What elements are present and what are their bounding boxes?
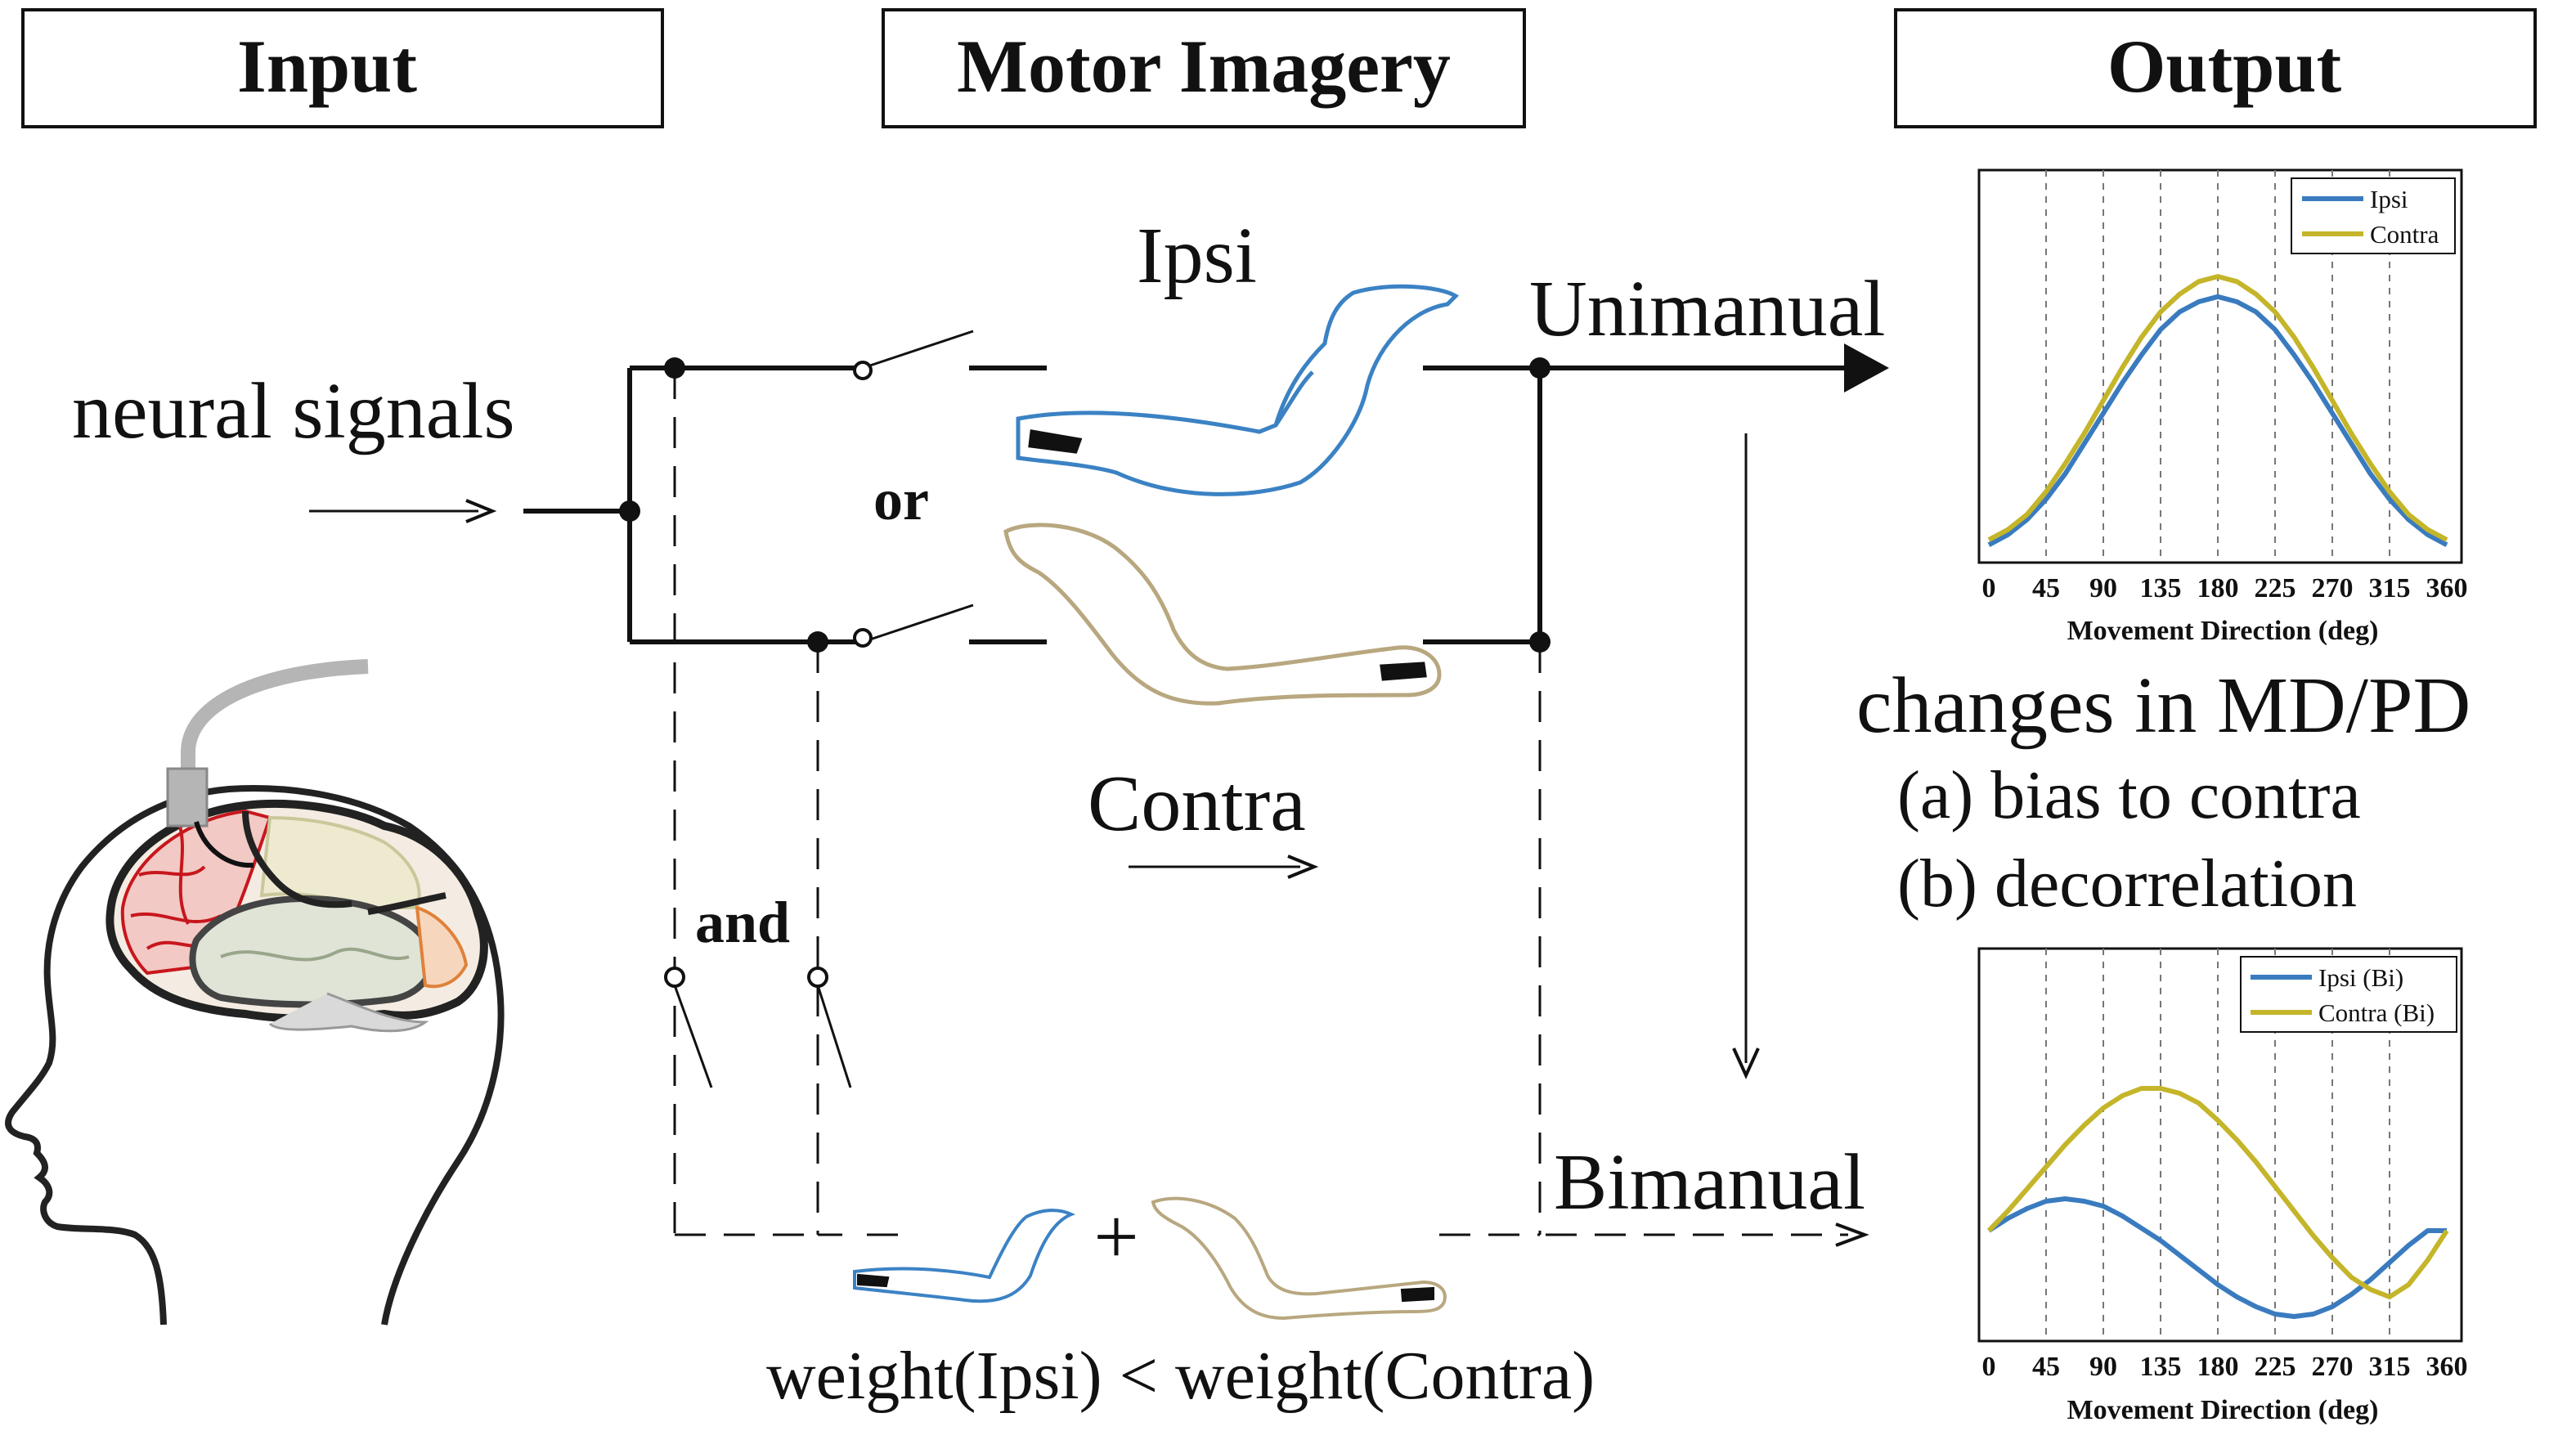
small-ipsi-arm-icon bbox=[853, 1209, 1076, 1303]
series-line-ipsi bbox=[1987, 294, 2448, 547]
legend-label: Ipsi (Bi) bbox=[2318, 963, 2403, 992]
ipsi-label: Ipsi bbox=[1137, 212, 1257, 300]
x-tick-label: 225 bbox=[2255, 573, 2296, 603]
x-tick-label: 225 bbox=[2255, 1352, 2296, 1382]
x-tick-label: 90 bbox=[2089, 1352, 2117, 1382]
changes-title: changes in MD/PD bbox=[1856, 662, 2471, 750]
contra-label: Contra bbox=[1088, 760, 1306, 848]
head-profile-icon bbox=[5, 659, 505, 1326]
and-branch bbox=[664, 368, 1542, 1236]
x-tick-label: 180 bbox=[2197, 573, 2239, 603]
legend-label: Ipsi bbox=[2370, 185, 2408, 213]
input-header-box bbox=[21, 8, 664, 128]
x-tick-label: 270 bbox=[2312, 573, 2354, 603]
contra-arm-icon bbox=[1003, 523, 1442, 706]
bimanual-arrow bbox=[1546, 1222, 1869, 1247]
input-header: Input bbox=[237, 25, 417, 108]
and-label: and bbox=[695, 890, 790, 955]
input-arrow bbox=[309, 499, 497, 523]
output-header-box bbox=[1894, 8, 2537, 128]
unimanual-arrow bbox=[1540, 343, 1889, 393]
x-tick-label: 0 bbox=[1982, 573, 1996, 603]
neural-signals-label: neural signals bbox=[72, 367, 515, 455]
down-arrow bbox=[1732, 433, 1760, 1079]
legend-label: Contra bbox=[2370, 220, 2439, 249]
chart-bimanual: 0 45 90 135 180 225 270 315 360 Movement Directi… bbox=[1977, 947, 2468, 1425]
x-tick-label: 45 bbox=[2032, 573, 2060, 603]
contra-arrow bbox=[1129, 855, 1319, 879]
x-tick-label: 270 bbox=[2312, 1352, 2354, 1382]
x-tick-label: 90 bbox=[2089, 573, 2117, 603]
or-label: or bbox=[873, 467, 929, 532]
chart-1-xlabel: Movement Direction (deg) bbox=[2067, 616, 2379, 646]
motor-header: Motor Imagery bbox=[957, 25, 1451, 108]
series-line-ipsi-bi bbox=[1987, 1196, 2447, 1319]
x-tick-label: 180 bbox=[2197, 1352, 2239, 1382]
chart-2-xlabel: Movement Direction (deg) bbox=[2067, 1395, 2379, 1425]
chart-2-legend: Ipsi (Bi) Contra (Bi) bbox=[2240, 956, 2457, 1033]
ipsi-arm-icon bbox=[1016, 284, 1460, 496]
x-tick-label: 45 bbox=[2032, 1352, 2060, 1382]
output-header: Output bbox=[2107, 25, 2342, 108]
brain-icon bbox=[105, 800, 488, 1033]
x-tick-label: 360 bbox=[2426, 1352, 2468, 1382]
weight-label: weight(Ipsi) < weight(Contra) bbox=[766, 1338, 1595, 1414]
small-contra-arm-icon bbox=[1151, 1196, 1447, 1321]
legend-label: Contra (Bi) bbox=[2318, 998, 2435, 1027]
x-tick-label: 135 bbox=[2140, 573, 2182, 603]
series-line-contra-bi bbox=[1986, 1086, 2449, 1299]
bimanual-label: Bimanual bbox=[1554, 1138, 1865, 1227]
switch-circuit bbox=[523, 330, 1551, 653]
unimanual-label: Unimanual bbox=[1529, 265, 1885, 353]
chart-1-legend: Ipsi Contra bbox=[2291, 177, 2456, 254]
motor-header-box bbox=[882, 8, 1526, 128]
x-tick-label: 0 bbox=[1982, 1352, 1996, 1382]
series-line-contra bbox=[1987, 274, 2448, 542]
x-tick-label: 135 bbox=[2140, 1352, 2182, 1382]
x-tick-label: 360 bbox=[2426, 573, 2468, 603]
chart-unimanual: 0 45 90 135 180 225 270 315 360 Movement Directi… bbox=[1977, 168, 2468, 646]
plus-sign: + bbox=[1093, 1193, 1138, 1281]
change-a: (a) bias to contra bbox=[1897, 757, 2361, 833]
x-tick-label: 315 bbox=[2369, 573, 2411, 603]
electrode-cable-icon bbox=[166, 659, 369, 868]
x-tick-label: 315 bbox=[2369, 1352, 2411, 1382]
change-b: (b) decorrelation bbox=[1897, 846, 2357, 922]
